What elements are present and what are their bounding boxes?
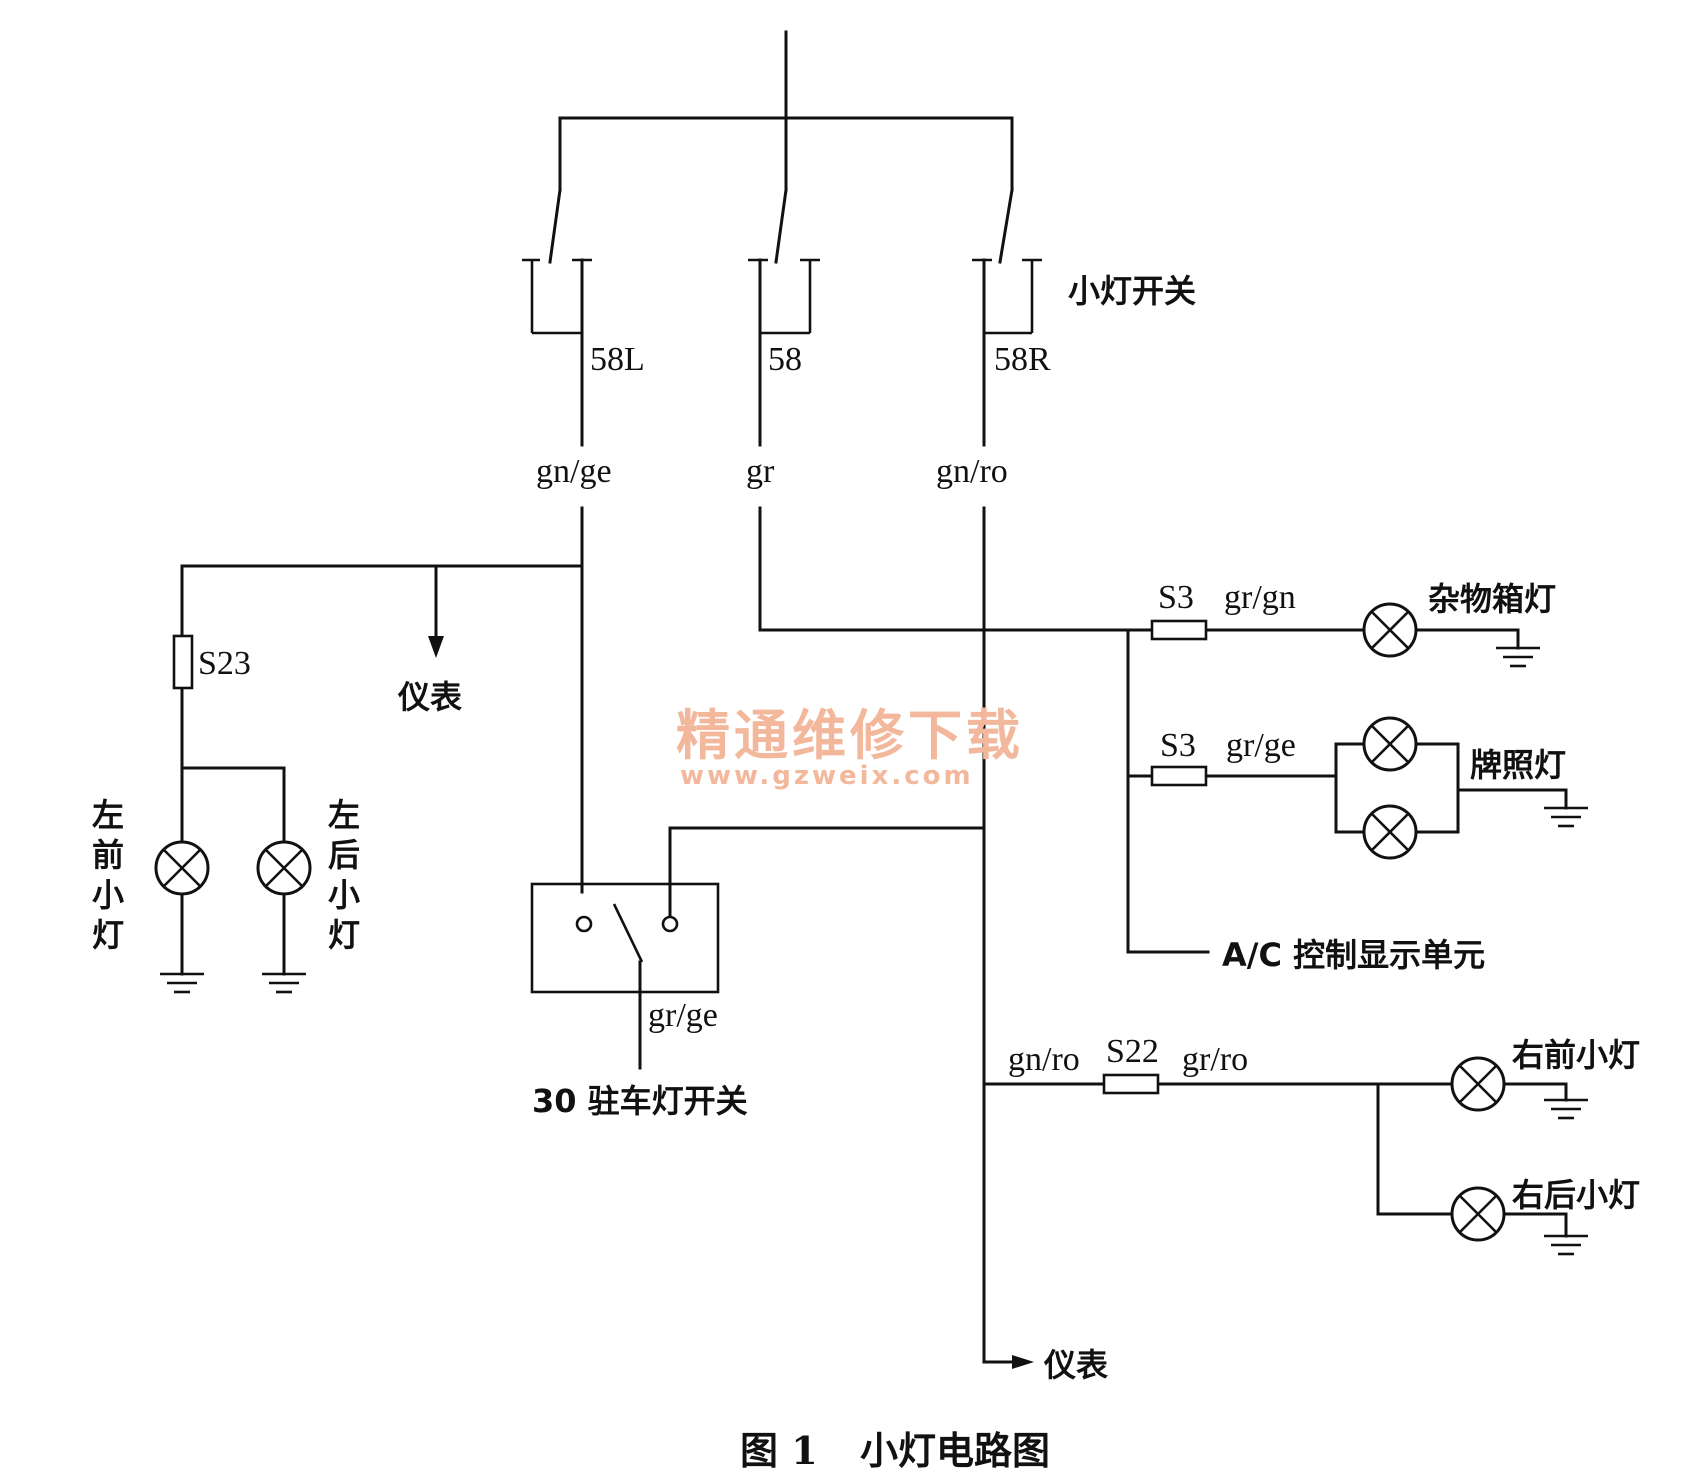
watermark-url: www.gzweix.com xyxy=(680,761,974,791)
fuse-s3-plate xyxy=(1150,765,1208,787)
glovebox-lamp-label: 杂物箱灯 xyxy=(1428,580,1556,618)
lamp-plate-upper xyxy=(1362,716,1418,772)
wire-color-left: gn/ge xyxy=(536,453,612,490)
parking-light-switch xyxy=(530,826,986,1070)
instrument-label-lower: 仪表 xyxy=(1043,1346,1108,1384)
fuse-s22 xyxy=(1102,1073,1160,1095)
ground-icon xyxy=(262,972,306,994)
figure-number: 图 1 xyxy=(740,1428,818,1473)
left-front-lamp-label: 左前小灯 xyxy=(92,796,124,954)
fuse-s3-plate-label: S3 xyxy=(1160,727,1196,764)
fuse-s3-glovebox xyxy=(1150,619,1208,641)
fuse-s3-glovebox-label: S3 xyxy=(1158,579,1194,616)
wire-color-right-feed: gn/ro xyxy=(1008,1041,1080,1078)
ground-icon xyxy=(1544,1234,1588,1256)
lamp-left-front xyxy=(154,840,210,896)
middle-circuit xyxy=(758,506,1568,954)
wire-color-right: gn/ro xyxy=(936,453,1008,490)
wire-color-plate: gr/ge xyxy=(1226,727,1296,764)
fuse-s22-label: S22 xyxy=(1106,1033,1159,1070)
terminal-58: 58 xyxy=(768,341,802,378)
instrument-label-upper: 仪表 xyxy=(397,678,462,716)
arrow-right-icon xyxy=(1012,1355,1034,1369)
lamp-plate-lower xyxy=(1362,804,1418,860)
fuse-s23-label: S23 xyxy=(198,645,251,682)
light-switch-label: 小灯开关 xyxy=(1068,272,1196,310)
wire-color-glovebox: gr/gn xyxy=(1224,579,1296,616)
ground-icon xyxy=(1544,806,1588,828)
right-circuit xyxy=(982,506,1568,1369)
wire-color-parking: gr/ge xyxy=(648,997,718,1034)
wire-color-middle: gr xyxy=(746,453,775,490)
ac-control-unit-label: A/C 控制显示单元 xyxy=(1222,936,1485,974)
terminal-58l: 58L xyxy=(590,341,645,378)
figure-title: 小灯电路图 xyxy=(860,1428,1050,1473)
wire-color-right-out: gr/ro xyxy=(1182,1041,1248,1078)
left-rear-lamp-label: 左后小灯 xyxy=(328,796,360,954)
lamp-glovebox xyxy=(1362,602,1418,658)
lamp-right-rear xyxy=(1450,1186,1506,1242)
fuse-s23 xyxy=(172,634,194,690)
lamp-left-rear xyxy=(256,840,312,896)
parking-switch-label: 30 驻车灯开关 xyxy=(532,1082,748,1120)
left-circuit xyxy=(180,506,584,976)
ground-icon xyxy=(1496,646,1540,668)
ground-icon xyxy=(1544,1098,1588,1120)
ground-icon xyxy=(160,972,204,994)
terminal-58r: 58R xyxy=(994,341,1051,378)
right-front-lamp-label: 右前小灯 xyxy=(1512,1036,1640,1074)
lamp-right-front xyxy=(1450,1056,1506,1112)
right-rear-lamp-label: 右后小灯 xyxy=(1512,1176,1640,1214)
light-switch xyxy=(522,30,1042,447)
plate-lamp-label: 牌照灯 xyxy=(1470,746,1566,784)
watermark-text: 精通维修下载 xyxy=(676,704,1024,767)
arrow-down-icon xyxy=(428,636,444,658)
